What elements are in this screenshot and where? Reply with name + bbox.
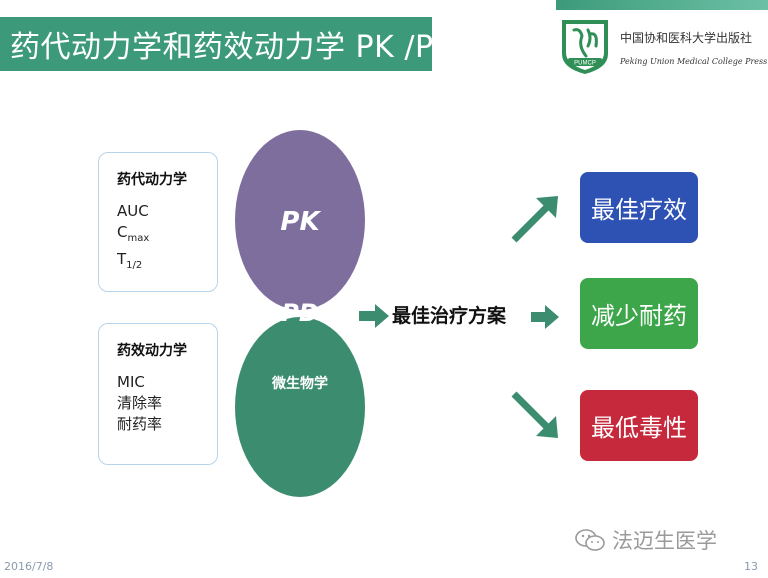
microbiology-circle bbox=[235, 317, 365, 497]
right-arrow-icon bbox=[531, 305, 559, 329]
publisher-logo: PUMCP bbox=[562, 20, 608, 74]
pk-circle-label: PK bbox=[280, 207, 321, 237]
down-right-arrow-icon bbox=[511, 391, 558, 438]
pd-card-resistance: 耐药率 bbox=[117, 415, 163, 433]
slide-date: 2016/7/8 bbox=[4, 560, 54, 573]
microbiology-label: 微生物学 bbox=[271, 375, 328, 392]
venn-diagram: PK PD 微生物学 bbox=[235, 130, 365, 497]
thalf-symbol: T bbox=[117, 250, 127, 268]
slide-title: 药代动力学和药效动力学 PK /PD bbox=[0, 17, 457, 71]
outcome-lowest-toxicity: 最低毒性 bbox=[580, 390, 698, 461]
cmax-subscript: max bbox=[127, 233, 150, 244]
up-right-arrow-icon bbox=[511, 196, 558, 243]
publisher-name-cn: 中国协和医科大学出版社 bbox=[620, 31, 753, 45]
pd-overlap-label: PD bbox=[281, 299, 319, 327]
publisher-name-en: Peking Union Medical College Press bbox=[620, 57, 768, 66]
pk-card-thalf: T1/2 bbox=[117, 249, 217, 276]
pd-card: 药效动力学 MIC 清除率 耐药率 bbox=[98, 323, 218, 465]
watermark: 法迈生医学 bbox=[574, 525, 717, 555]
pd-card-mic: MIC bbox=[117, 373, 145, 391]
pd-card-title: 药效动力学 bbox=[117, 343, 187, 359]
thalf-subscript: 1/2 bbox=[126, 260, 143, 271]
slide-title-text: 药代动力学和药效动力学 PK /PD bbox=[10, 30, 458, 65]
treatment-plan-label: 最佳治疗方案 bbox=[392, 305, 507, 327]
right-arrow-icon bbox=[359, 304, 389, 328]
pk-card-cmax: Cmax bbox=[117, 222, 217, 249]
pd-card-clearance: 清除率 bbox=[117, 394, 163, 412]
cmax-symbol: C bbox=[117, 223, 128, 241]
top-accent-stripe bbox=[556, 0, 768, 10]
pk-card-auc: AUC bbox=[117, 202, 149, 220]
pk-card-title: 药代动力学 bbox=[117, 172, 187, 188]
wechat-icon bbox=[575, 529, 605, 551]
page-number: 13 bbox=[744, 560, 758, 573]
outcome-best-efficacy: 最佳疗效 bbox=[580, 172, 698, 243]
watermark-text: 法迈生医学 bbox=[612, 529, 717, 553]
pk-card: 药代动力学 AUC Cmax T1/2 bbox=[98, 152, 218, 292]
outcome-reduce-resistance: 减少耐药 bbox=[580, 278, 698, 349]
pk-circle bbox=[235, 130, 365, 310]
publisher-logo-text: PUMCP bbox=[574, 61, 596, 67]
